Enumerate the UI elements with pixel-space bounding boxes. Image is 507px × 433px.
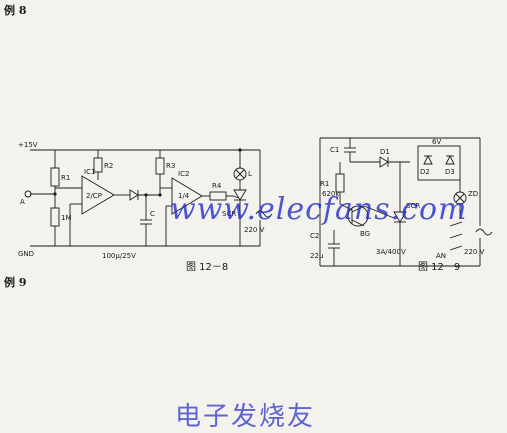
figure-12-9-caption: 图 12－9	[418, 262, 461, 273]
label9-d2: D2	[420, 168, 430, 176]
label9-voltage: 220 V	[464, 248, 485, 256]
example-9-number: 例 9	[4, 276, 27, 289]
watermark-url: www.elecfans.com	[170, 192, 468, 227]
figure-12-9-circuit: C1 D1 R1 620k BG C2 22μ D2 D3 6V SCR 3A/…	[300, 126, 500, 276]
label-c: C	[150, 210, 155, 218]
label-ic2: IC2	[178, 170, 189, 178]
label9-r1: R1	[320, 180, 329, 188]
label9-d3: D3	[445, 168, 455, 176]
label9-zd: ZD	[468, 190, 478, 198]
label-voltage: 220 V	[244, 226, 265, 234]
figure-12-8-circuit: +15V GND A R1 1M IC1 2/CP R2 C R3 IC2 1/…	[10, 128, 280, 268]
label9-6v: 6V	[432, 138, 441, 146]
label9-c2: C2	[310, 232, 319, 240]
label9-cap-val: 22μ	[310, 252, 324, 260]
label-r3: R3	[166, 162, 175, 170]
label9-r-val: 620k	[322, 190, 340, 198]
label-ic1: IC1	[84, 168, 95, 176]
label-1m: 1M	[61, 214, 72, 222]
label-gnd: GND	[18, 250, 34, 258]
document-page: 例 8	[4, 4, 502, 432]
example-8-paragraph	[4, 24, 502, 122]
label-lamp: L	[248, 170, 252, 178]
label9-d1: D1	[380, 148, 390, 156]
label-cap-val: 100μ/25V	[102, 252, 136, 260]
label-chip2: 1/4	[178, 192, 190, 200]
circuit-12-8-diagram: +15V GND A R1 1M IC1 2/CP R2 C R3 IC2 1/…	[18, 141, 273, 260]
label-supply: +15V	[18, 141, 38, 149]
figure-12-8-caption: 图 12－8	[186, 262, 229, 273]
label9-an: AN	[436, 252, 446, 260]
label9-scr: SCR	[406, 202, 420, 210]
example-8-heading: 例 8	[4, 4, 32, 18]
watermark-brand: 电子发烧友	[175, 402, 316, 432]
label9-c1: C1	[330, 146, 339, 154]
label9-rating: 3A/400V	[376, 248, 406, 256]
circuit-12-9-diagram: C1 D1 R1 620k BG C2 22μ D2 D3 6V SCR 3A/…	[310, 137, 493, 267]
label-touch: A	[20, 198, 25, 206]
label-chip1: 2/CP	[86, 192, 102, 200]
label-r4: R4	[212, 182, 222, 190]
label-r2: R2	[104, 162, 113, 170]
label9-bg: BG	[360, 230, 370, 238]
example-9-heading: 例 9	[4, 276, 32, 290]
label-scr: SCR	[222, 210, 236, 218]
label-r1: R1	[61, 174, 70, 182]
example-8-number: 例 8	[4, 4, 27, 17]
